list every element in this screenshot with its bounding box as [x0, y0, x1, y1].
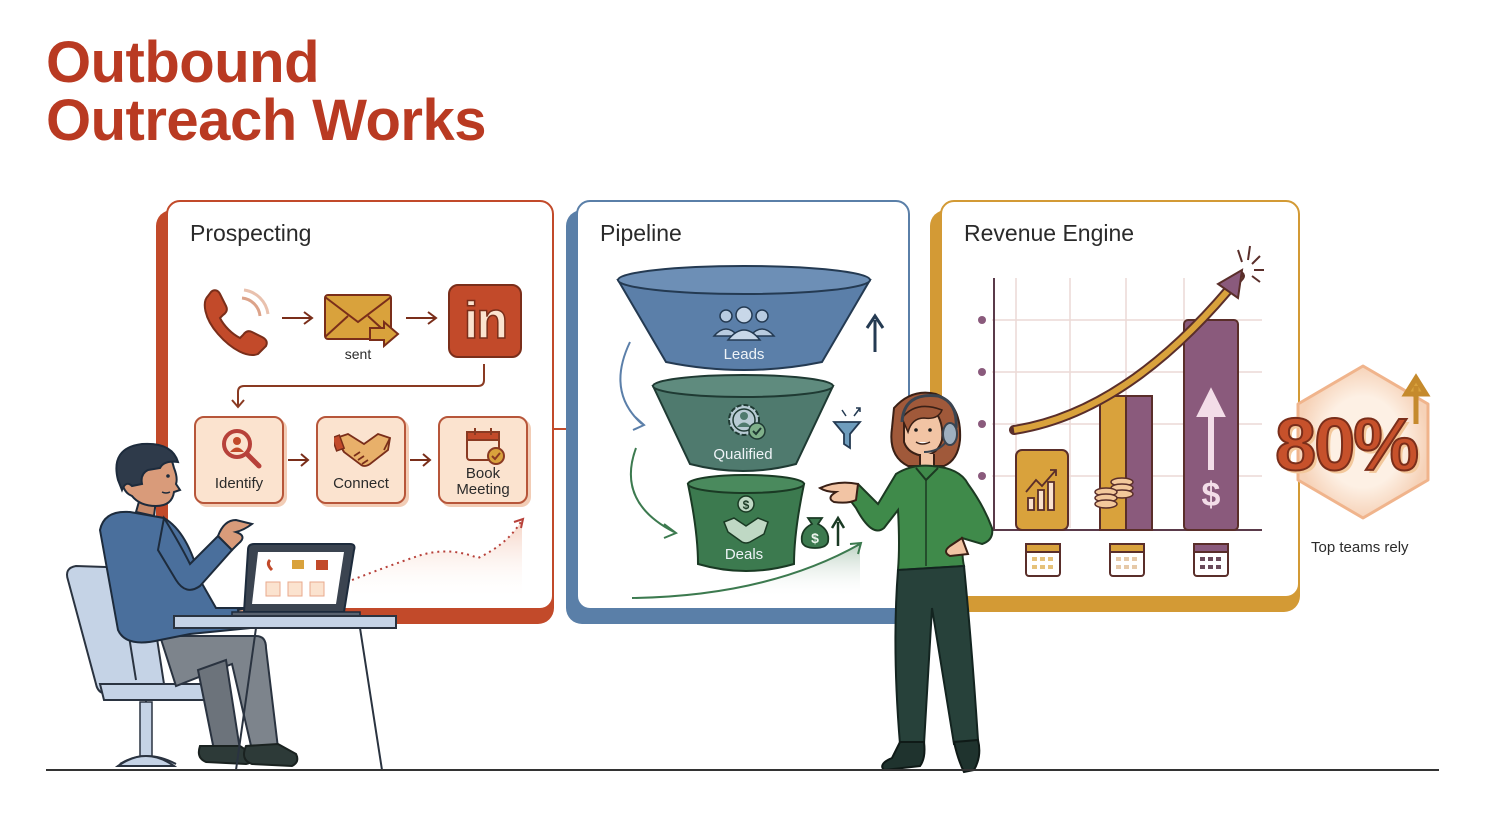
funnel-qualified-label: Qualified: [713, 446, 773, 463]
people-icon: [712, 306, 776, 341]
funnel-deals-label: Deals: [724, 546, 764, 563]
arrow-up-icon: [865, 313, 885, 352]
coins-icon: [1094, 477, 1134, 509]
revenue-chart: $: [978, 245, 1264, 577]
funnel-leads-label: Leads: [723, 346, 765, 363]
woman-presenter-illustration: [817, 391, 994, 774]
arrow-right-icon: [282, 311, 314, 325]
phone-icon: [203, 288, 270, 356]
revenue-title: Revenue Engine: [964, 220, 1135, 246]
ground-line: [46, 769, 1439, 771]
growth-dotted-line: [351, 517, 525, 600]
money-bag-icon: $: [800, 515, 846, 549]
arrow-right-icon: [288, 453, 310, 467]
step-identify: Identify: [194, 416, 284, 504]
sent-label: sent: [344, 346, 372, 362]
arrow-right-icon: [410, 453, 432, 467]
stat-hexagon: [1296, 364, 1431, 520]
man-at-desk-illustration: [66, 442, 397, 771]
dollar-handshake-icon: $: [723, 495, 769, 544]
stat-caption: Top teams rely: [1311, 539, 1409, 556]
pipeline-title: Pipeline: [600, 220, 682, 246]
bar-chart-trend-icon: [1025, 469, 1057, 511]
title-line-2: Outreach Works: [46, 88, 486, 153]
arrow-right-icon: [406, 311, 438, 325]
filter-funnel-icon: [832, 407, 862, 450]
flow-arrows: [619, 341, 678, 539]
flow-connector: [231, 364, 485, 409]
title-line-1: Outbound: [46, 30, 320, 95]
prospecting-title: Prospecting: [190, 220, 312, 246]
growth-arrow: [631, 541, 863, 599]
step-connect-label: Connect: [333, 475, 389, 492]
step-identify-label: Identify: [214, 475, 264, 492]
gear-person-check-icon: [728, 404, 766, 440]
page-title: Outbound Outreach Works: [46, 34, 486, 150]
stat-value: 80%: [1274, 402, 1420, 487]
revenue-panel: Revenue Engine $: [940, 200, 1300, 598]
svg-text:$: $: [743, 498, 750, 512]
funnel-leads: [616, 265, 872, 371]
svg-text:$: $: [811, 530, 819, 546]
step-connect: Connect: [316, 416, 406, 504]
envelope-sent-icon: [324, 294, 400, 348]
calendar-check-icon: [466, 428, 505, 465]
step-book-meeting-label: Book Meeting: [456, 465, 510, 498]
step-book-meeting: Book Meeting: [438, 416, 528, 504]
dollar-up-arrow-icon: $: [1202, 476, 1221, 514]
search-person-icon: [222, 429, 262, 469]
panel-connector: [552, 428, 578, 430]
handshake-icon: [334, 433, 392, 467]
linkedin-icon: in: [448, 284, 522, 358]
sparkle-icon: [1237, 245, 1264, 283]
